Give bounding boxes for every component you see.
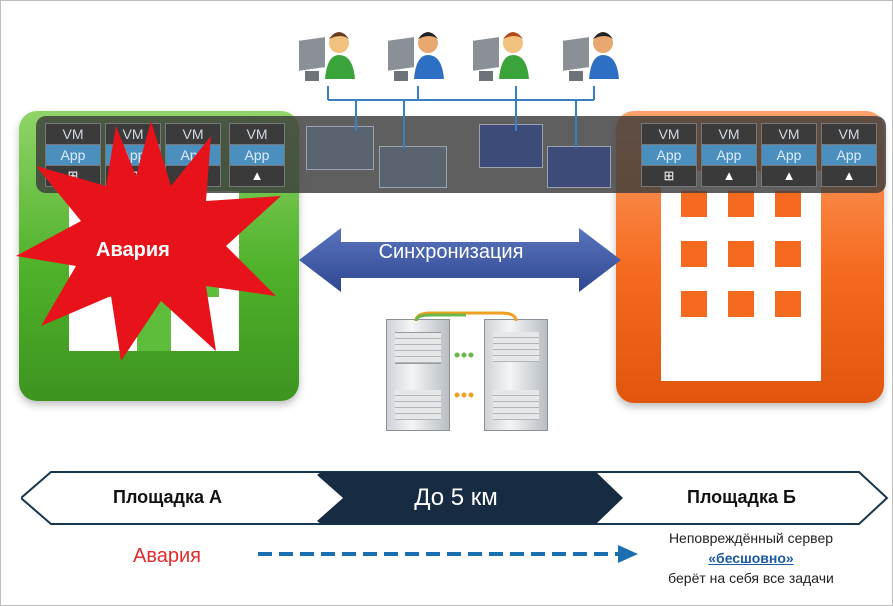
app-label: App bbox=[229, 145, 285, 166]
failure-burst-label: Авария bbox=[96, 239, 170, 261]
vm-tile: VM App ⊞ bbox=[641, 123, 697, 187]
vm-label: VM bbox=[761, 123, 817, 145]
user-workstation-icon bbox=[471, 21, 531, 87]
server-rack-icon bbox=[484, 319, 548, 431]
note-emphasis: «бесшовно» bbox=[708, 550, 794, 566]
distance-label: До 5 км bbox=[414, 484, 498, 511]
server-link-lines bbox=[414, 311, 518, 398]
vm-label: VM bbox=[641, 123, 697, 145]
app-label: App bbox=[821, 145, 877, 166]
screen-thumbnail bbox=[479, 124, 543, 168]
vm-tile: VM App ▲ bbox=[229, 123, 285, 187]
app-label: App bbox=[761, 145, 817, 166]
vm-label: VM bbox=[165, 123, 221, 145]
vm-tile: VM App ▲ bbox=[761, 123, 817, 187]
screen-thumbnail bbox=[379, 146, 447, 188]
sync-arrow bbox=[299, 228, 621, 292]
vm-label: VM bbox=[45, 123, 101, 145]
failover-note: Неповреждённый сервер «бесшовно» берёт н… bbox=[641, 528, 861, 588]
vm-label: VM bbox=[229, 123, 285, 145]
note-line-1: Неповреждённый сервер bbox=[668, 530, 834, 546]
vm-tile: VM App ▲ bbox=[701, 123, 757, 187]
user-workstation-icon bbox=[561, 21, 621, 87]
app-label: App bbox=[701, 145, 757, 166]
screen-thumbnail bbox=[547, 146, 611, 188]
site-b-building-icon bbox=[661, 171, 821, 381]
linux-penguin-icon: ▲ bbox=[821, 166, 877, 187]
distance-band bbox=[21, 471, 889, 525]
windows-icon: ⊞ bbox=[641, 166, 697, 187]
server-rack-icon bbox=[386, 319, 450, 431]
vm-tile: VM App ▲ bbox=[821, 123, 877, 187]
sync-label: Синхронизация bbox=[378, 241, 524, 263]
user-workstation-icon bbox=[386, 21, 446, 87]
note-line-2: берёт на себя все задачи bbox=[668, 570, 834, 586]
app-label: App bbox=[641, 145, 697, 166]
vm-label: VM bbox=[701, 123, 757, 145]
user-workstation-icon bbox=[297, 21, 357, 87]
linux-penguin-icon: ▲ bbox=[761, 166, 817, 187]
site-b-label: Площадка Б bbox=[687, 487, 796, 507]
failure-burst-icon bbox=[16, 121, 281, 361]
user-connector-lines bbox=[327, 86, 595, 148]
failover-dashed-arrow bbox=[258, 545, 638, 563]
failure-label: Авария bbox=[133, 545, 201, 567]
vm-label: VM bbox=[821, 123, 877, 145]
app-label: App bbox=[45, 145, 101, 166]
screen-thumbnail bbox=[306, 126, 374, 170]
linux-penguin-icon: ▲ bbox=[701, 166, 757, 187]
linux-penguin-icon: ▲ bbox=[229, 166, 285, 187]
site-a-label: Площадка А bbox=[113, 487, 222, 507]
